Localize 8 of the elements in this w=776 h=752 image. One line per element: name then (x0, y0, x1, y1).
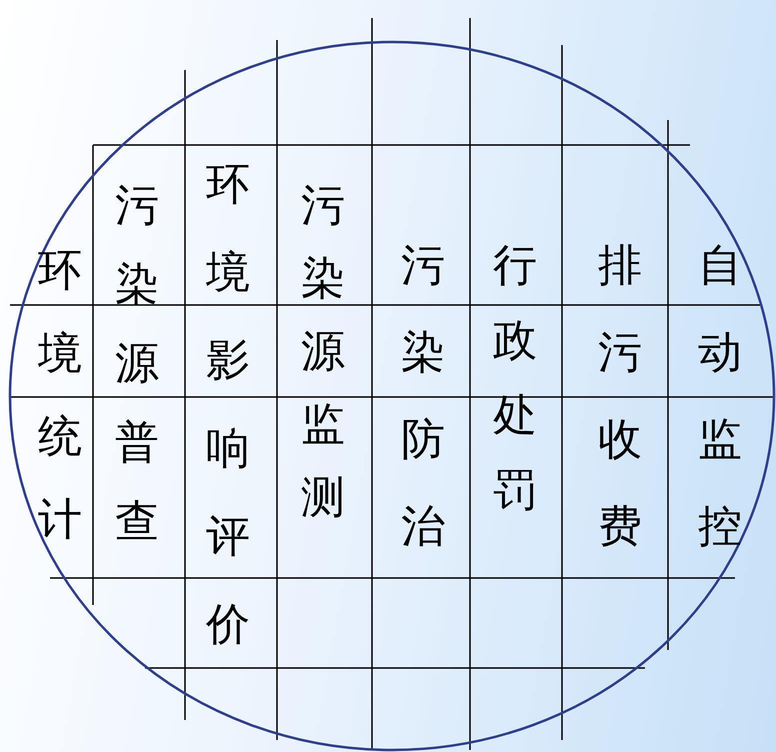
vertical-term: 环境统计 (36, 244, 83, 546)
vertical-term: 污染源监测 (300, 178, 346, 524)
vertical-term: 自动监控 (697, 238, 743, 554)
vertical-term: 行政处罚 (492, 238, 538, 518)
vertical-term: 排污收费 (597, 238, 643, 554)
vertical-term: 污染源普查 (114, 178, 160, 548)
vertical-term: 环境影响评价 (204, 158, 251, 652)
vertical-term: 污染防治 (400, 238, 446, 554)
